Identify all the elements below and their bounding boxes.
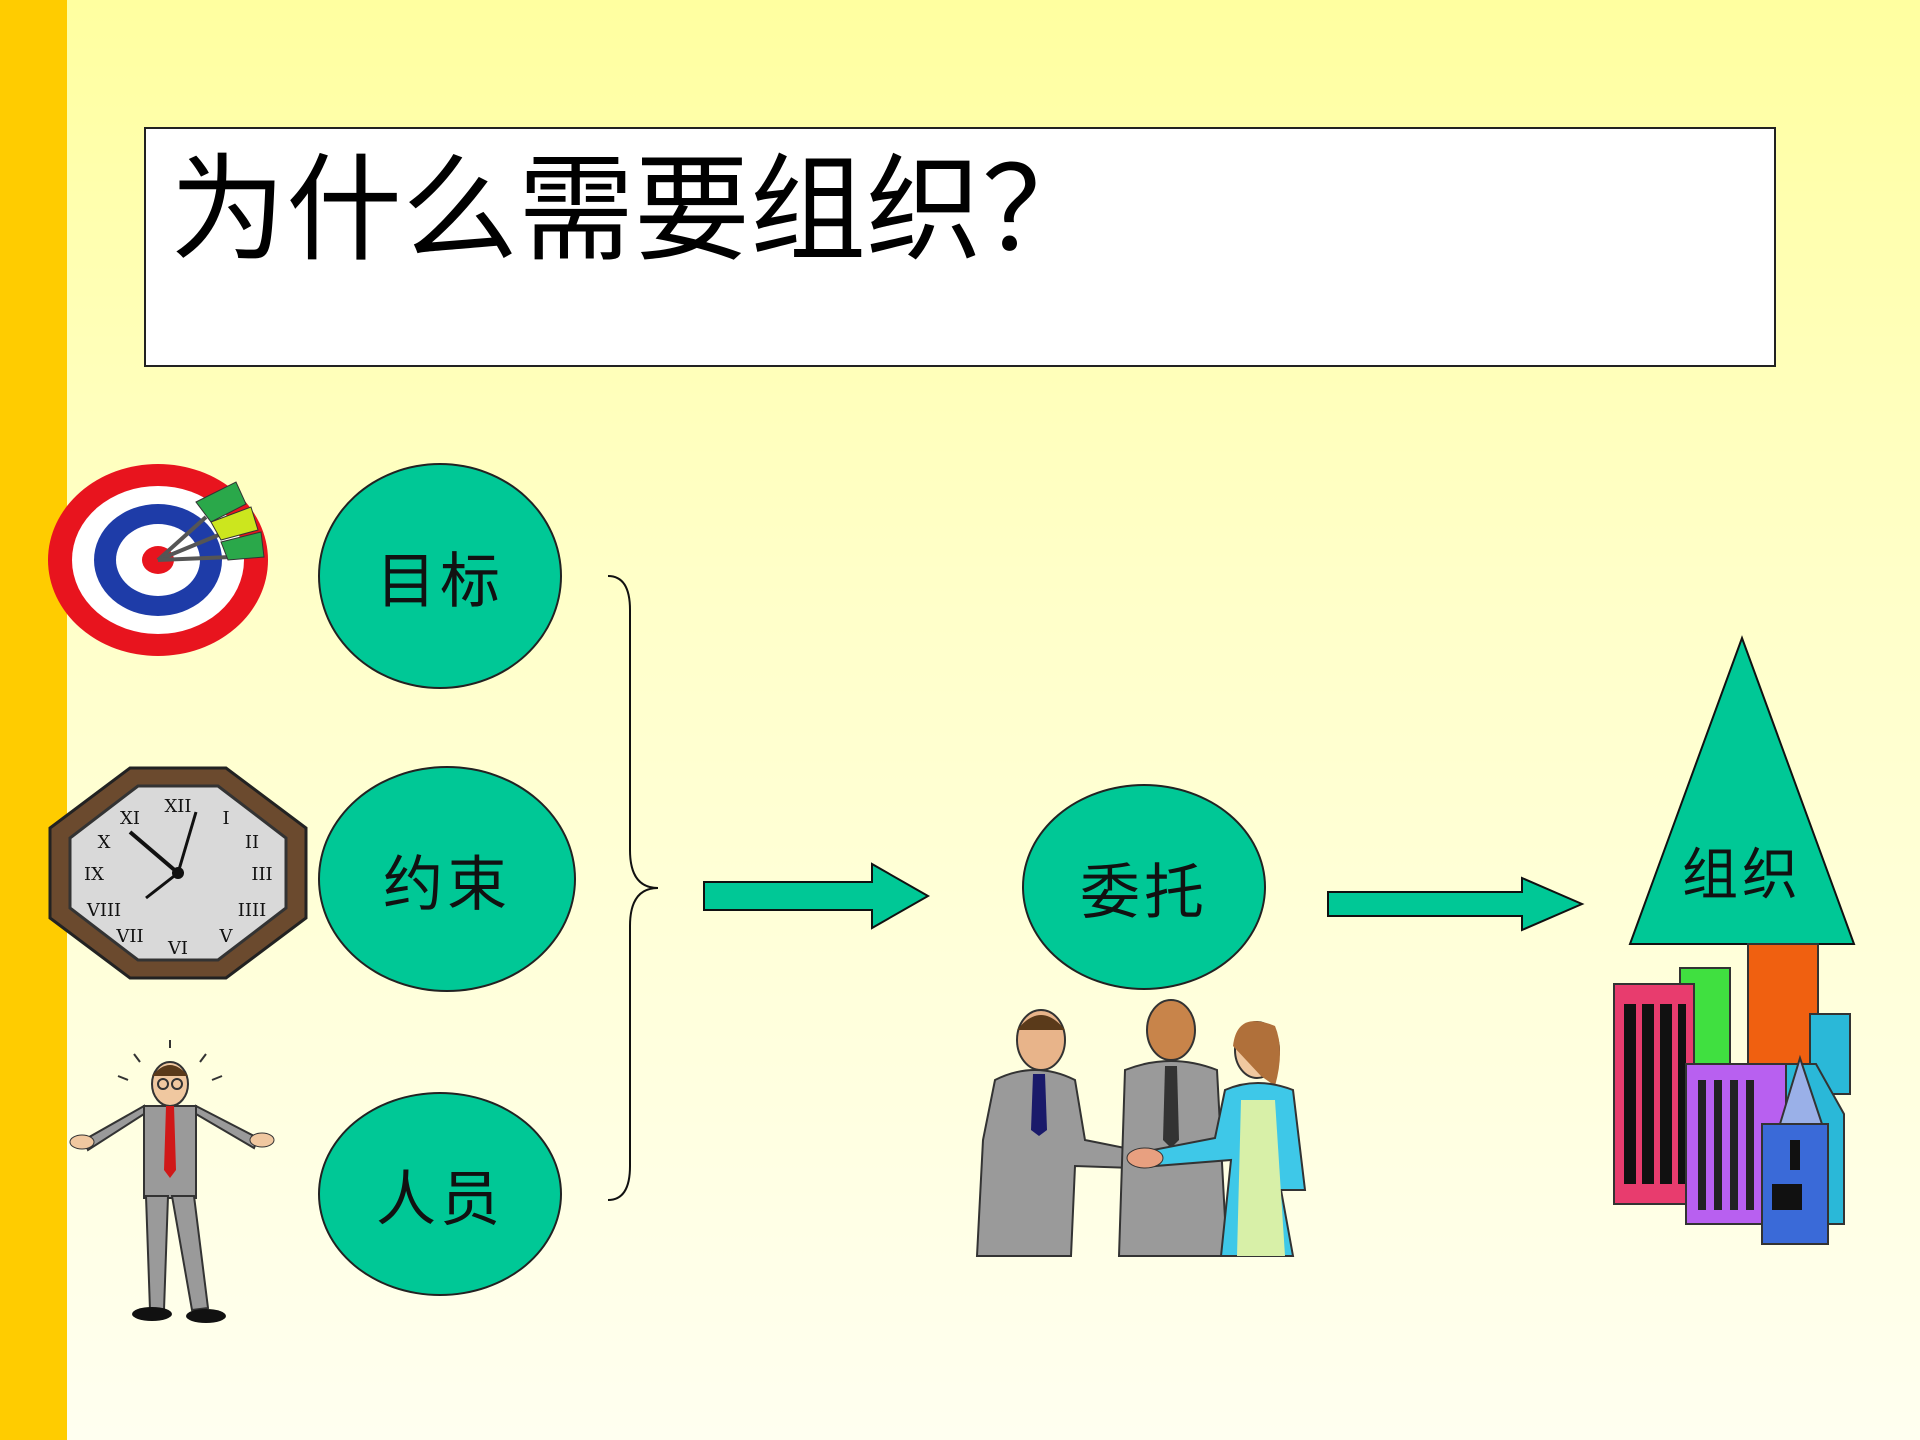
node-people: 人员 (318, 1092, 562, 1296)
node-delegation: 委托 (1022, 784, 1266, 990)
node-constraint-label: 约束 (383, 849, 511, 920)
svg-text:II: II (245, 832, 259, 853)
node-constraint: 约束 (318, 766, 576, 992)
node-delegation-label: 委托 (1080, 857, 1208, 928)
accent-bar (0, 0, 67, 1440)
arrow-to-delegation (703, 862, 931, 930)
node-goal-label: 目标 (376, 546, 504, 617)
svg-text:IIII: IIII (238, 900, 266, 921)
svg-text:VI: VI (167, 938, 188, 959)
node-goal: 目标 (318, 463, 562, 689)
organization-label: 组织 (1682, 843, 1802, 908)
handshake-people-icon (975, 999, 1307, 1257)
buildings-icon (1613, 943, 1851, 1245)
svg-text:V: V (219, 926, 234, 947)
organization-triangle (1628, 635, 1856, 945)
dartboard-icon (48, 464, 268, 656)
svg-text:III: III (251, 864, 272, 885)
grouping-brace (607, 575, 659, 1201)
arrow-to-organization (1327, 876, 1585, 932)
node-people-label: 人员 (376, 1164, 504, 1235)
confused-man-icon (69, 1040, 275, 1323)
svg-text:IX: IX (84, 864, 104, 885)
svg-text:VIII: VIII (86, 900, 121, 921)
svg-text:XII: XII (164, 796, 191, 817)
title-box: 为什么需要组织？ (144, 127, 1776, 367)
svg-text:XI: XI (120, 808, 140, 829)
svg-text:VII: VII (115, 926, 143, 947)
svg-text:I: I (222, 808, 229, 829)
slide-title: 为什么需要组织？ (170, 143, 1098, 278)
svg-text:X: X (98, 832, 111, 853)
